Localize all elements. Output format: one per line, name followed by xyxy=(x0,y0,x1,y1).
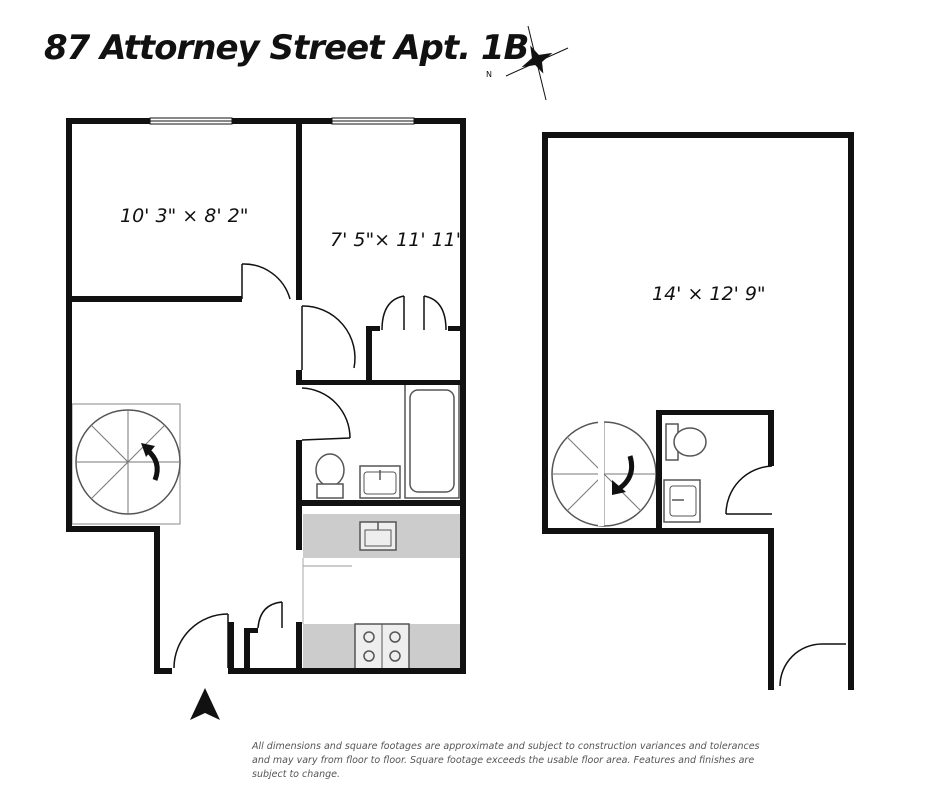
right-unit-walls xyxy=(542,132,854,690)
room-label-bedroom-1: 10' 3" × 8' 2" xyxy=(120,205,248,227)
compass-rose-icon: N xyxy=(486,25,569,101)
room-label-bedroom-2: 7' 5"× 11' 11" xyxy=(330,229,465,251)
plan-title: 87 Attorney Street Apt. 1B xyxy=(44,28,529,68)
left-unit-walls xyxy=(66,118,466,674)
spiral-stair-icon xyxy=(71,403,181,525)
windows xyxy=(149,117,415,125)
kitchen-sink-icon xyxy=(359,521,397,551)
bathroom-sink-icon xyxy=(359,465,401,499)
compass-north-label: N xyxy=(486,70,492,79)
spiral-stair-upper-icon xyxy=(551,420,657,527)
entry-arrow-icon xyxy=(190,688,220,720)
door-swings-upper xyxy=(725,465,846,687)
bathtub-icon xyxy=(404,383,460,499)
room-label-upper-room: 14' × 12' 9" xyxy=(652,283,766,305)
bathroom-sink-upper-icon xyxy=(663,479,701,523)
toilet-upper-icon xyxy=(665,423,707,461)
stove-icon xyxy=(354,623,410,671)
door-swings xyxy=(173,263,447,669)
toilet-icon xyxy=(315,453,345,499)
disclaimer-text: All dimensions and square footages are a… xyxy=(252,741,760,780)
